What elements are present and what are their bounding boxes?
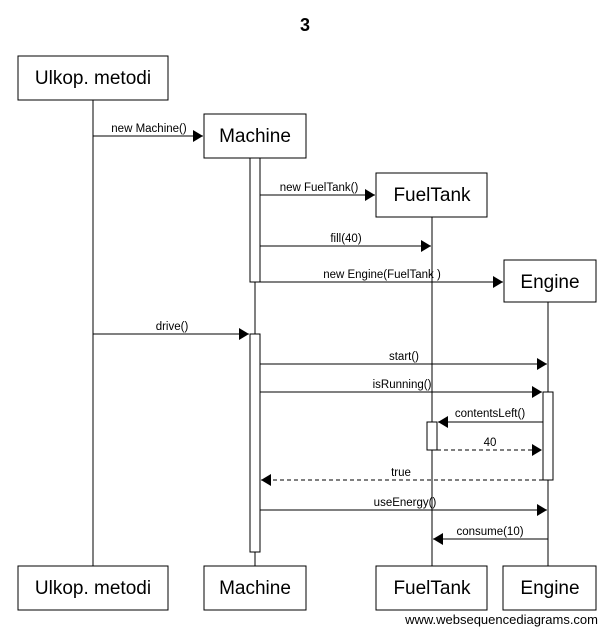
lifelines	[92, 100, 549, 566]
message-label: isRunning()	[373, 379, 432, 391]
message-label: true	[391, 467, 411, 479]
message-new-machine: new Machine()	[93, 123, 203, 142]
activation-fueltank	[426, 421, 438, 451]
message-new-fueltank: new FuelTank()	[260, 182, 375, 201]
message-contentsleft: contentsLeft()	[438, 408, 543, 428]
message-label: new Machine()	[111, 123, 187, 135]
footer-watermark: www.websequencediagrams.com	[404, 612, 598, 627]
message-true-return: true	[261, 467, 543, 486]
message-label: drive()	[156, 321, 189, 333]
activation-machine-2	[249, 333, 261, 553]
message-drive: drive()	[93, 321, 249, 340]
message-label: 40	[484, 437, 497, 449]
message-40-return: 40	[437, 437, 542, 456]
message-label: start()	[389, 351, 419, 363]
message-label: new Engine(FuelTank )	[323, 269, 441, 281]
message-useenergy: useEnergy()	[260, 497, 547, 516]
message-start: start()	[260, 351, 547, 370]
message-label: fill(40)	[330, 233, 361, 245]
diagram-title: 3	[300, 15, 310, 35]
participant-label: Machine	[219, 578, 291, 599]
participant-machine-top: Machine	[203, 113, 307, 159]
participant-label: Engine	[520, 272, 579, 293]
participant-label: Engine	[520, 578, 579, 599]
participant-engine-top: Engine	[503, 259, 597, 303]
participants-bottom: Ulkop. metodi Machine FuelTank Engine	[17, 565, 597, 611]
message-label: consume(10)	[456, 526, 523, 538]
participant-engine-bottom: Engine	[502, 565, 597, 611]
participant-label: FuelTank	[393, 185, 471, 206]
participant-machine-bottom: Machine	[203, 565, 307, 611]
participant-fueltank-top: FuelTank	[375, 172, 488, 218]
message-label: useEnergy()	[374, 497, 437, 509]
participant-ulkop-top: Ulkop. metodi	[17, 55, 169, 101]
participant-label: Ulkop. metodi	[35, 68, 151, 89]
activation-engine	[542, 391, 554, 481]
participant-fueltank-bottom: FuelTank	[375, 565, 488, 611]
message-label: contentsLeft()	[455, 408, 525, 420]
message-fill: fill(40)	[260, 233, 431, 252]
message-isrunning: isRunning()	[260, 379, 542, 398]
messages: new Machine() new FuelTank() fill(40) ne…	[93, 123, 548, 545]
message-label: new FuelTank()	[280, 182, 359, 194]
participant-ulkop-bottom: Ulkop. metodi	[17, 565, 169, 611]
participant-label: Ulkop. metodi	[35, 578, 151, 599]
participants-top: Ulkop. metodi Machine FuelTank Engine	[17, 55, 597, 303]
message-new-engine: new Engine(FuelTank )	[260, 269, 503, 288]
participant-label: Machine	[219, 126, 291, 147]
message-consume: consume(10)	[433, 526, 548, 545]
activation-machine-1	[249, 157, 261, 283]
participant-label: FuelTank	[393, 578, 471, 599]
